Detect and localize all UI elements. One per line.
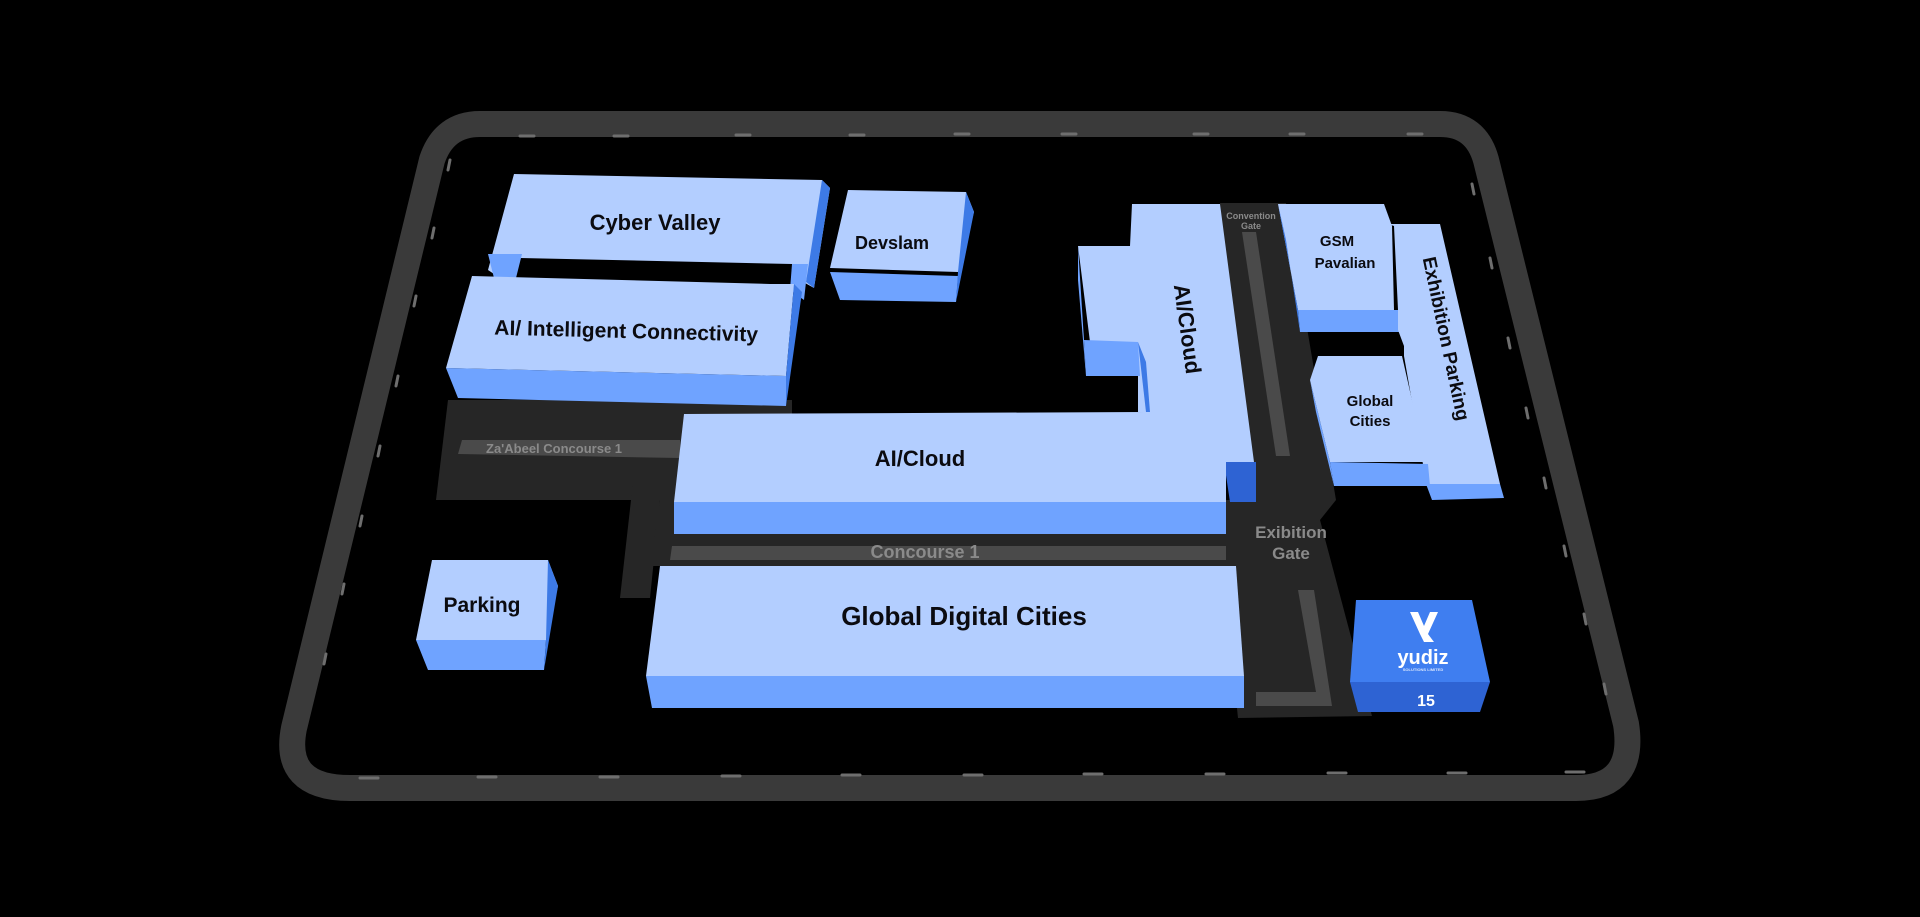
road-dashes xyxy=(322,132,1608,780)
booth-yudiz-15[interactable]: yudiz SOLUTIONS LIMITED 15 xyxy=(1350,600,1490,712)
gsm-label-line1: GSM xyxy=(1320,233,1354,250)
exhibition-gate-label-line2: Gate xyxy=(1272,544,1310,563)
yudiz-logo-icon xyxy=(1410,612,1438,642)
global-digital-cities-label: Global Digital Cities xyxy=(841,601,1087,631)
building-ai-cloud-main[interactable]: AI/Cloud xyxy=(674,412,1226,534)
yudiz-logo-text: yudiz xyxy=(1397,647,1448,669)
zaabeel-concourse-label: Za'Abeel Concourse 1 xyxy=(486,441,622,456)
gsm-label-line2: Pavalian xyxy=(1315,255,1376,272)
building-gsm-pavalian[interactable]: GSM Pavalian xyxy=(1278,204,1402,332)
ai-cloud-main-label: AI/Cloud xyxy=(875,446,965,471)
concourse-label: Concourse 1 xyxy=(870,542,979,562)
walkways xyxy=(458,232,1332,706)
perimeter-road xyxy=(279,111,1641,801)
building-parking[interactable]: Parking xyxy=(416,560,558,670)
building-ai-cloud-vertical[interactable]: AI/Cloud xyxy=(1078,204,1256,502)
yudiz-logo-tagline: SOLUTIONS LIMITED xyxy=(1403,667,1444,672)
exhibition-gate-label-line1: Exibition xyxy=(1255,523,1327,542)
convention-gate-label-line2: Gate xyxy=(1241,221,1261,231)
building-global-cities[interactable]: Global Cities xyxy=(1310,356,1430,486)
parking-label: Parking xyxy=(443,594,520,617)
building-devslam[interactable]: Devslam xyxy=(830,190,974,302)
global-cities-label-line1: Global xyxy=(1347,393,1394,410)
building-cyber-valley[interactable]: Cyber Valley xyxy=(488,174,830,300)
building-ai-intelligent-connectivity[interactable]: AI/ Intelligent Connectivity xyxy=(446,276,802,406)
cyber-valley-label: Cyber Valley xyxy=(590,210,722,235)
global-cities-label-line2: Cities xyxy=(1350,413,1391,430)
booth-number: 15 xyxy=(1417,693,1435,710)
devslam-label: Devslam xyxy=(855,233,929,253)
building-global-digital-cities[interactable]: Global Digital Cities xyxy=(646,566,1244,708)
convention-gate-label-line1: Convention xyxy=(1226,211,1276,221)
